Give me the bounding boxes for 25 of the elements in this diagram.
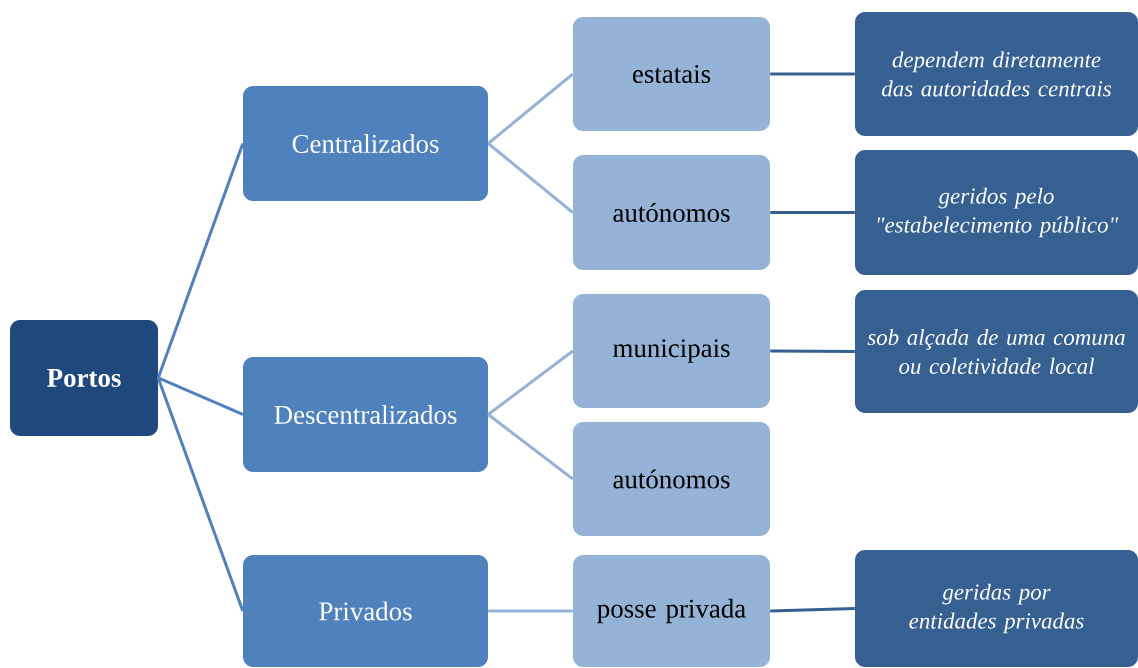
connector-line bbox=[487, 349, 574, 416]
description-box: geridas por entidades privadas bbox=[855, 550, 1138, 667]
root-box: Portos bbox=[10, 320, 158, 436]
connector-line bbox=[770, 607, 855, 613]
subcategory-box: posse privada bbox=[573, 555, 770, 667]
subcategory-box: autónomos bbox=[573, 422, 770, 536]
connector-line bbox=[487, 142, 574, 214]
connector-line bbox=[770, 211, 855, 214]
category-box: Descentralizados bbox=[243, 357, 488, 472]
connector-line bbox=[488, 609, 573, 613]
subcategory-box: estatais bbox=[573, 17, 770, 131]
subcategory-box: autónomos bbox=[573, 155, 770, 270]
connector-line bbox=[770, 349, 855, 353]
category-box: Centralizados bbox=[243, 86, 488, 201]
connector-line bbox=[156, 377, 245, 612]
description-box: geridos pelo "estabelecimento público" bbox=[855, 150, 1138, 275]
connector-line bbox=[156, 143, 245, 379]
description-box: sob alçada de uma comuna ou coletividade local bbox=[855, 290, 1138, 413]
category-box: Privados bbox=[243, 555, 488, 667]
connector-line bbox=[487, 72, 574, 145]
subcategory-box: municipais bbox=[573, 294, 770, 408]
connector-line bbox=[157, 376, 244, 416]
description-box: dependem diretamente das autoridades centrais bbox=[855, 12, 1138, 136]
connector-line bbox=[487, 413, 574, 481]
connector-line bbox=[770, 72, 855, 76]
